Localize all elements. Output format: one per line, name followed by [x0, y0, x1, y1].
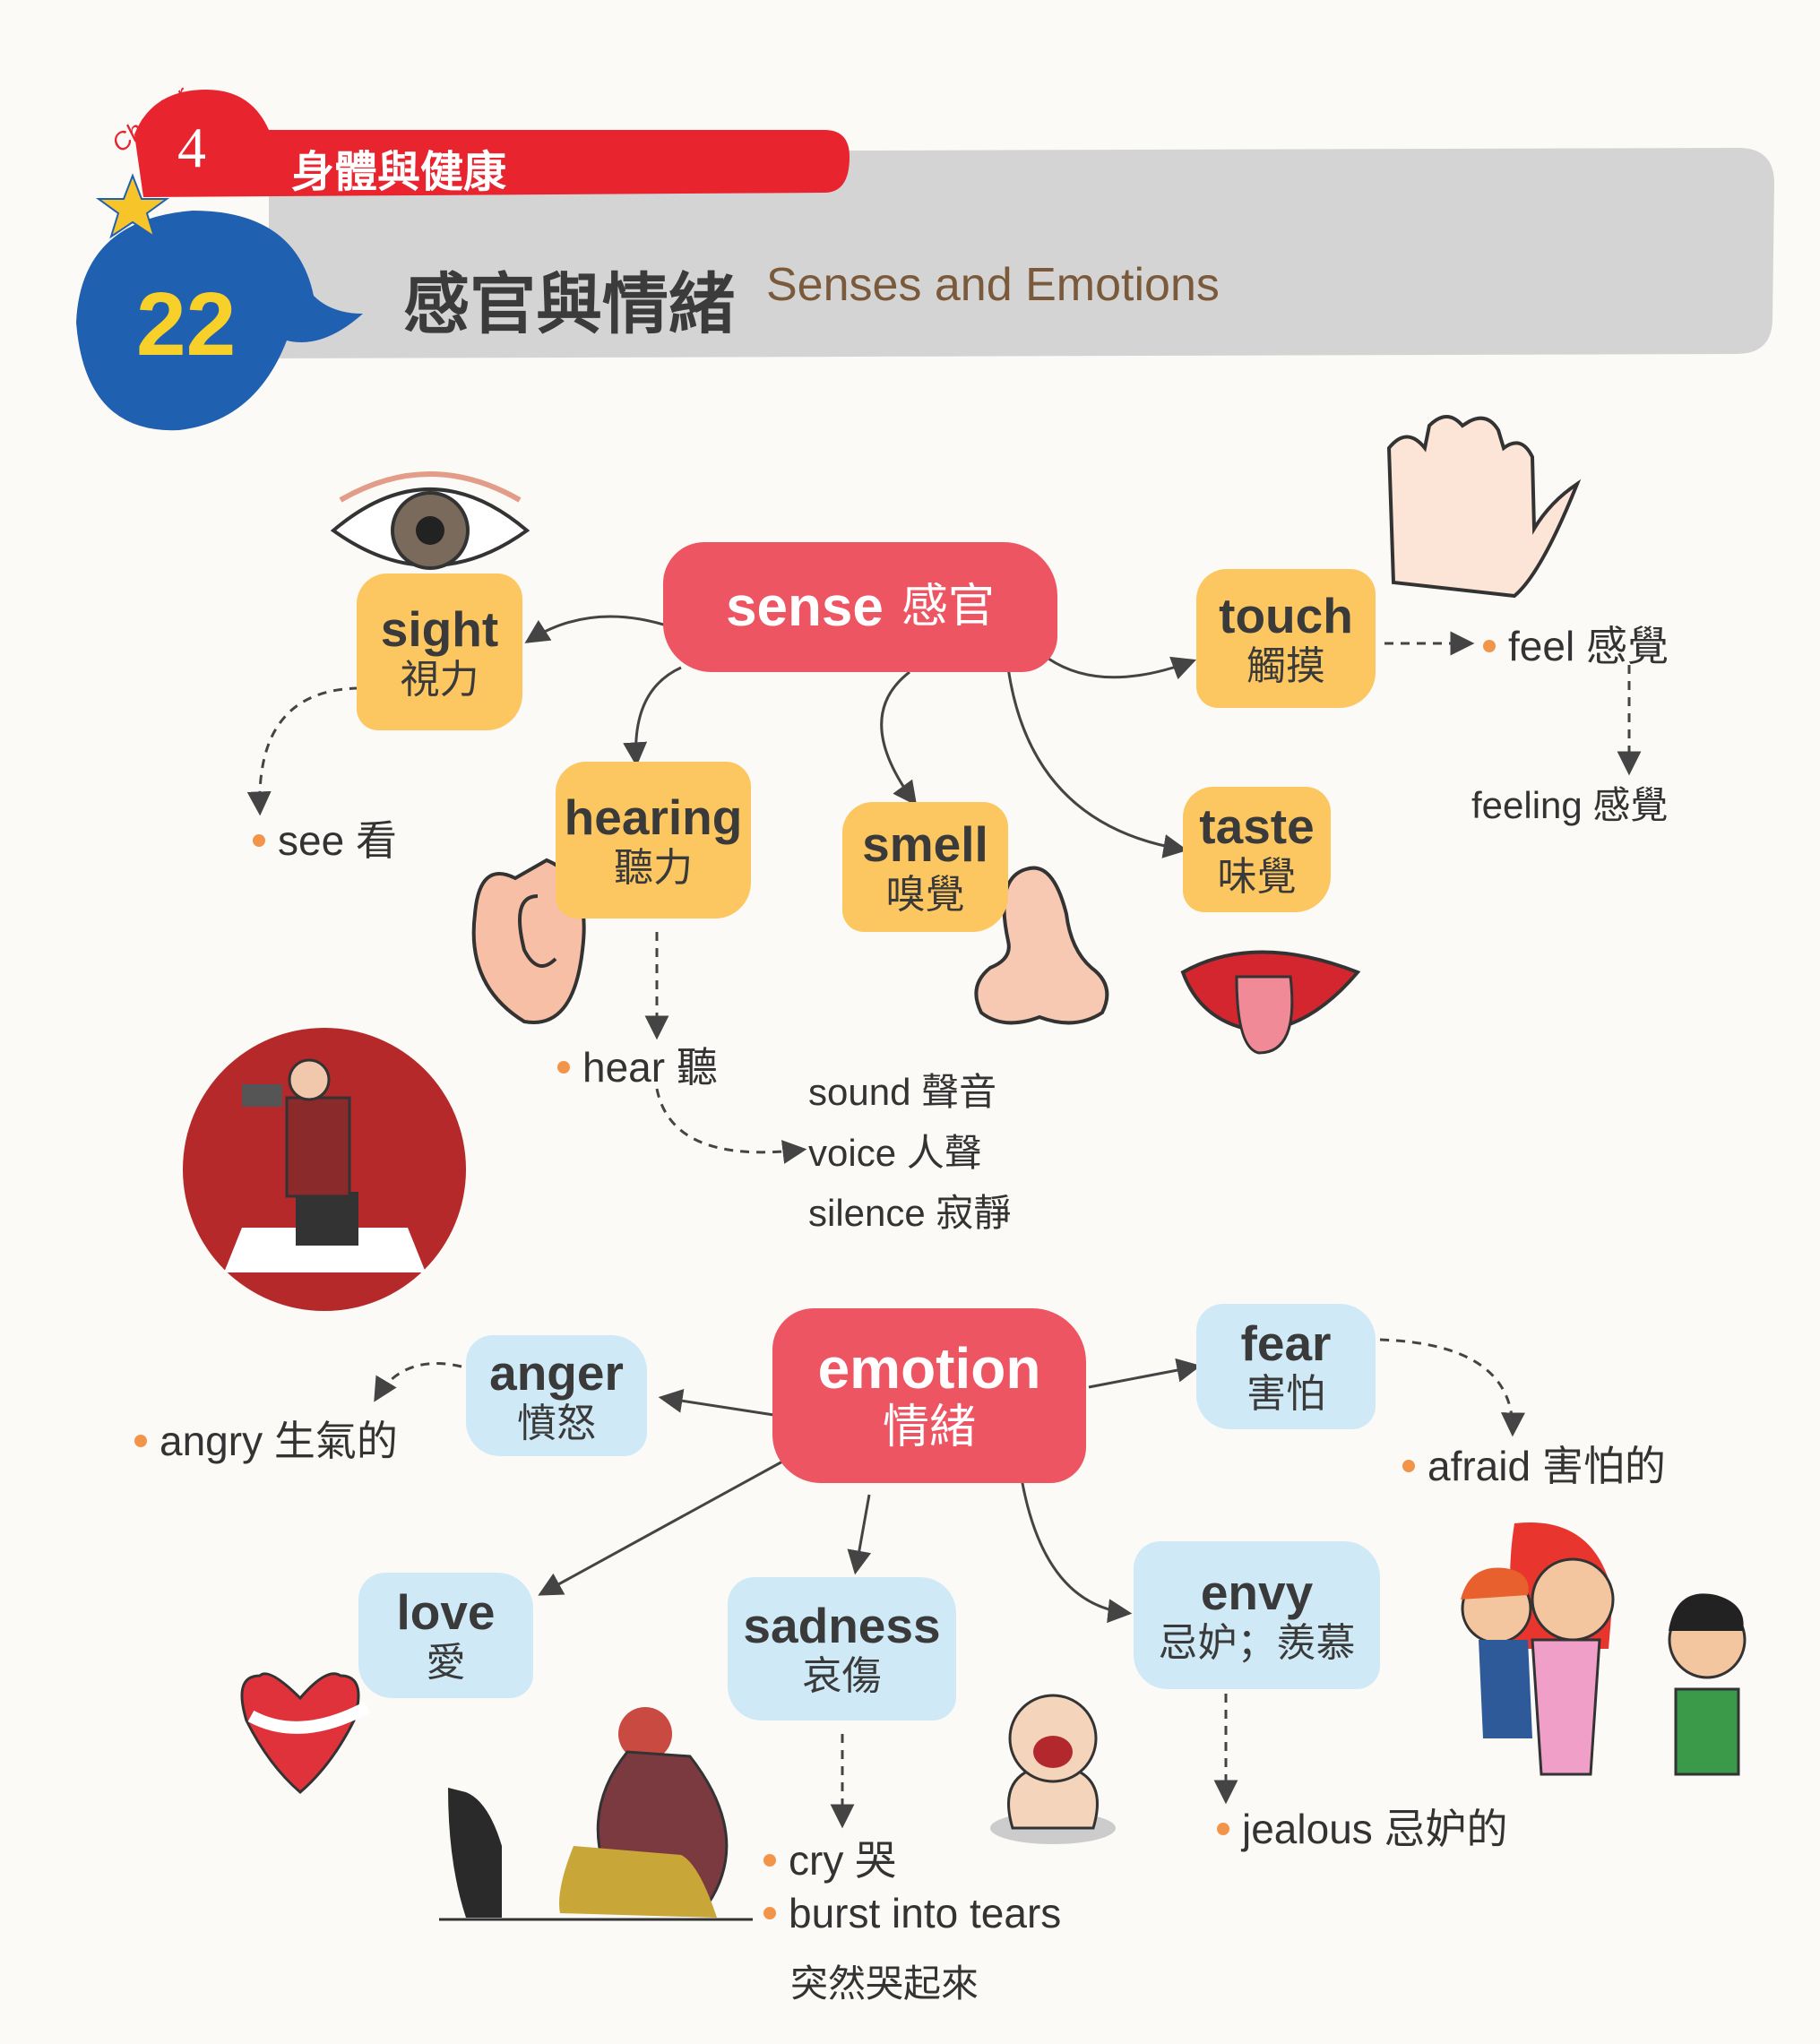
title-band	[269, 148, 1774, 358]
sadness-node: sadness 哀傷	[728, 1577, 956, 1721]
arrow-emotion-sadness	[847, 1494, 872, 1575]
star-icon	[95, 173, 170, 239]
envy-node: envy 忌妒；羨慕	[1134, 1541, 1380, 1689]
emotion-node: emotion 情緒	[772, 1308, 1086, 1483]
arrow-sense-sight	[524, 615, 673, 643]
smell-node-en: smell	[862, 815, 988, 872]
word-feeling: feeling 感覺	[1471, 784, 1669, 826]
taste-node: taste 味覺	[1183, 787, 1331, 912]
word-silence: silence 寂靜	[808, 1192, 1012, 1234]
fear-node: fear 害怕	[1196, 1304, 1376, 1429]
bullet-dot	[1217, 1822, 1229, 1835]
hearing-node-en: hearing	[564, 789, 743, 845]
taste-node-zh: 味覺	[1217, 855, 1297, 900]
fear-node-en: fear	[1240, 1315, 1332, 1372]
word-cry: cry 哭	[763, 1828, 896, 1887]
touch-node-en: touch	[1219, 587, 1353, 643]
word-angry: angry 生氣的	[134, 1409, 398, 1468]
word-sound: sound 聲音	[808, 1071, 997, 1113]
hand-icon	[1386, 415, 1582, 599]
word-feel: feel 感覺	[1483, 614, 1669, 673]
taste-node-en: taste	[1199, 798, 1315, 855]
chapter-title: 身體與健康	[291, 149, 507, 196]
chapter-number: 4	[177, 116, 206, 179]
arrow-fear-afraid	[1379, 1338, 1525, 1437]
envy-node-en: envy	[1200, 1564, 1314, 1620]
fear-node-zh: 害怕	[1246, 1372, 1325, 1417]
emotion-node-zh: 情緒	[882, 1401, 976, 1454]
unit-bubble	[76, 211, 363, 431]
bullet-dot	[1402, 1459, 1415, 1472]
sad-woman-cat-icon	[439, 1707, 753, 1921]
arrow-emotion-love	[538, 1459, 785, 1596]
arrow-emotion-envy	[1020, 1478, 1133, 1624]
anger-node: anger 憤怒	[466, 1335, 647, 1456]
word-burst-into-tears-zh: 突然哭起來	[790, 1962, 979, 2005]
anger-node-zh: 憤怒	[517, 1401, 596, 1445]
jealous-kids-icon	[1461, 1522, 1747, 1776]
bullet-dot	[253, 833, 265, 847]
angry-man-icon	[183, 1028, 466, 1311]
sense-node: sense 感官	[663, 542, 1057, 672]
arrow-emotion-fear	[1088, 1358, 1202, 1389]
arrow-hear-voice	[655, 1088, 807, 1164]
love-node: love 愛	[358, 1573, 533, 1698]
chapter-bar	[134, 90, 850, 197]
touch-node-zh: 觸摸	[1246, 643, 1325, 688]
smell-node-zh: 嗅覺	[885, 872, 965, 917]
bullet-dot	[134, 1434, 147, 1447]
word-burst-into-tears: burst into tears	[763, 1889, 1061, 1937]
love-node-en: love	[396, 1584, 496, 1641]
arrow-sense-touch	[1048, 656, 1197, 680]
emotion-node-en: emotion	[817, 1335, 1041, 1401]
bullet-dot	[763, 1906, 776, 1919]
word-afraid: afraid 害怕的	[1402, 1434, 1666, 1493]
arrow-anger-angry	[374, 1362, 462, 1402]
sense-node-en: sense	[726, 575, 884, 638]
eye-icon	[330, 471, 530, 570]
touch-node: touch 觸摸	[1196, 569, 1376, 708]
unit-number: 22	[136, 274, 237, 375]
mouth-icon	[1180, 950, 1361, 1055]
header-graphics: Chapter	[76, 80, 1774, 431]
word-jealous: jealous 忌妒的	[1217, 1797, 1508, 1856]
sight-node-zh: 視力	[400, 657, 479, 702]
sight-node-en: sight	[380, 600, 499, 657]
nose-icon	[974, 866, 1109, 1025]
hearing-node: hearing 聽力	[556, 762, 751, 919]
sight-node: sight 視力	[357, 574, 522, 730]
anger-node-en: anger	[489, 1344, 624, 1401]
arrow-sense-smell	[880, 670, 918, 806]
sadness-node-en: sadness	[743, 1598, 941, 1654]
bullet-dot	[557, 1060, 570, 1074]
arrow-sense-hearing	[623, 666, 682, 767]
envy-node-zh: 忌妒；羨慕	[1158, 1620, 1356, 1665]
bullet-dot	[763, 1853, 776, 1867]
unit-title-zh: 感官與情緒	[403, 267, 735, 341]
word-hear: hear 聽	[557, 1035, 718, 1094]
sadness-node-zh: 哀傷	[802, 1654, 882, 1699]
word-voice: voice 人聲	[808, 1132, 982, 1174]
arrow-sense-taste	[1006, 667, 1188, 858]
bullet-dot	[1483, 639, 1496, 652]
love-node-zh: 愛	[426, 1641, 466, 1686]
hearing-node-zh: 聽力	[614, 845, 693, 890]
smell-node: smell 嗅覺	[842, 802, 1008, 932]
sense-node-zh: 感官	[901, 580, 995, 633]
arrow-sight-see	[246, 686, 359, 816]
heart-hug-icon	[240, 1672, 371, 1794]
word-see: see 看	[253, 808, 397, 867]
arrow-emotion-anger	[658, 1388, 781, 1418]
unit-title-en: Senses and Emotions	[766, 259, 1220, 311]
crying-baby-icon	[990, 1694, 1116, 1844]
